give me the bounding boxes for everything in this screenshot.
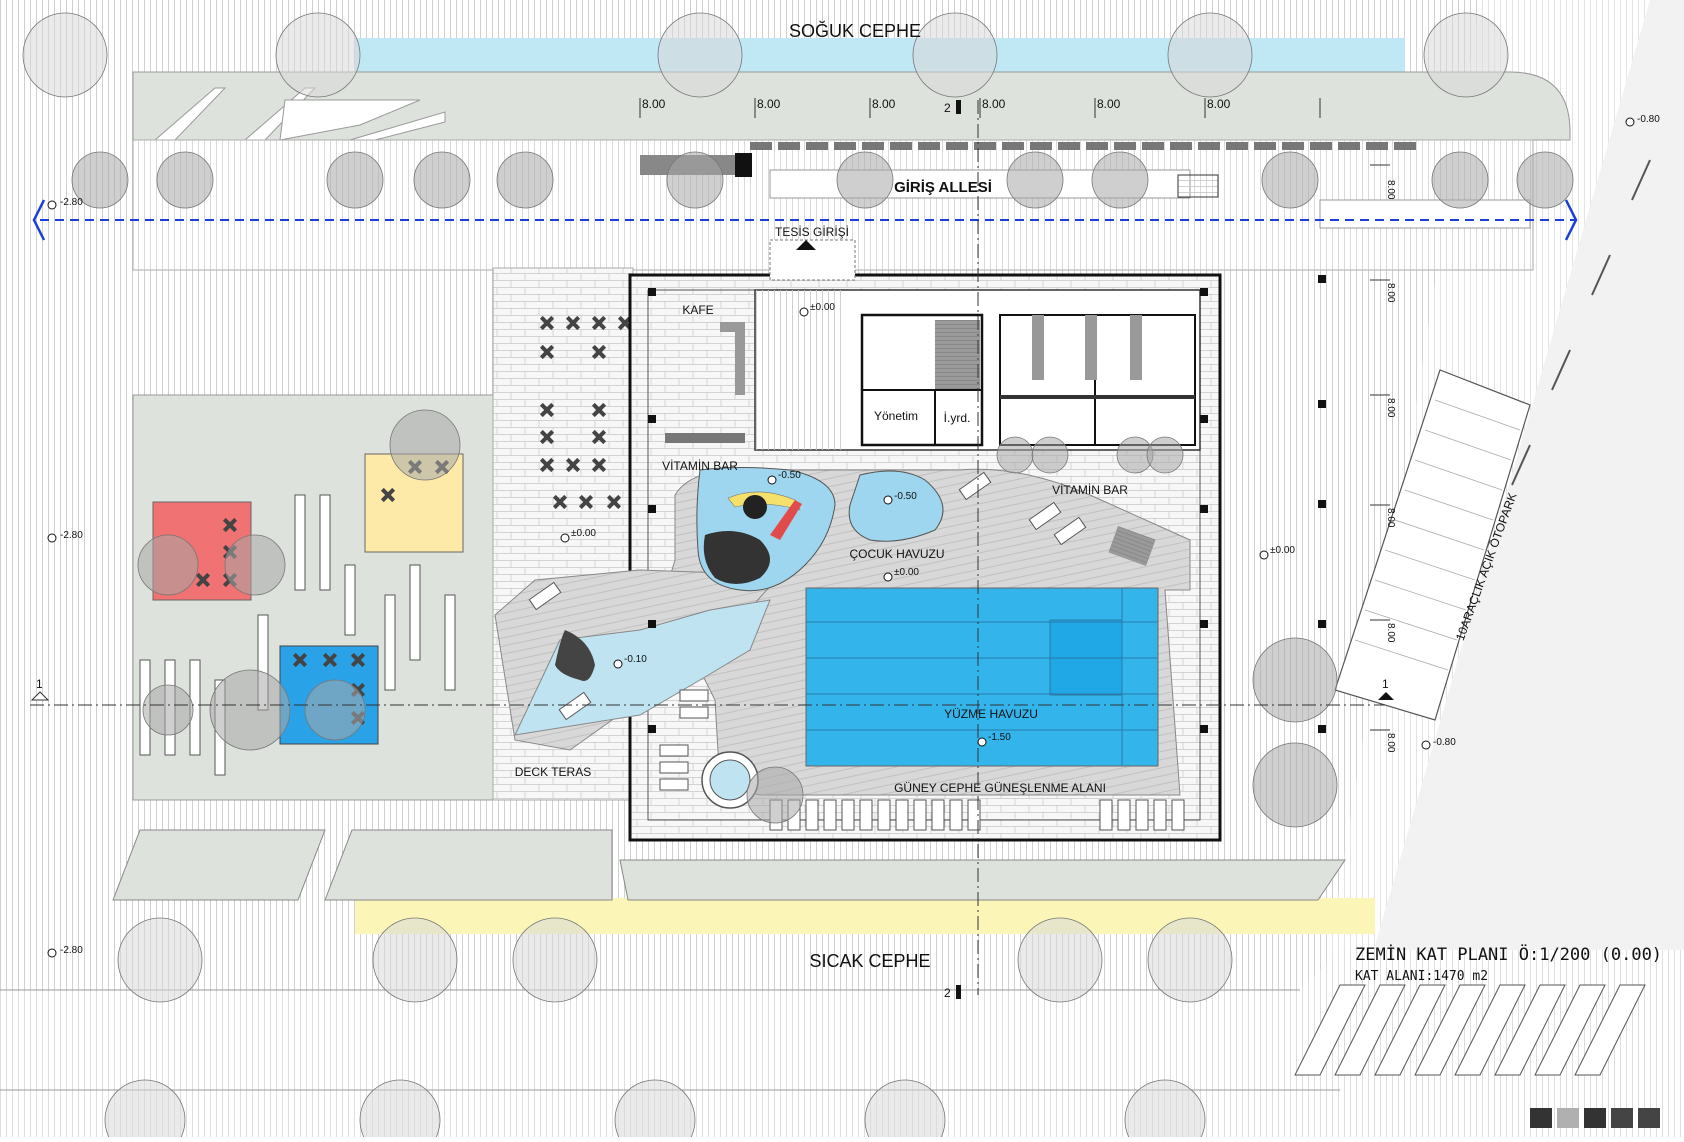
dim-right-1: 8.00 <box>1385 180 1396 200</box>
planter-1 <box>112 829 326 901</box>
vitamin-bar-counter <box>665 433 745 443</box>
section-2-bottom-number: 2 <box>944 986 951 1000</box>
trees <box>22 12 1574 1142</box>
dim-right-6: 8.00 <box>1385 733 1396 753</box>
level-cafe: ±0.00 <box>810 302 835 313</box>
legend-swatch-1 <box>1530 1108 1552 1128</box>
kids-pool-2 <box>848 470 944 542</box>
axis-arrow-right <box>1564 199 1578 241</box>
kids-pool-label: ÇOCUK HAVUZU <box>849 547 944 561</box>
management-label: Yönetim <box>874 409 918 423</box>
axis-arrow-left <box>32 199 46 241</box>
level-road-top: -0.80 <box>1637 114 1660 125</box>
crosswalk <box>1294 984 1646 1076</box>
legend-swatch-5 <box>1638 1108 1660 1128</box>
planter-3 <box>619 859 1346 901</box>
right-steps <box>1108 526 1156 566</box>
sunbathing-label: GÜNEY CEPHE GÜNEŞLENME ALANI <box>894 781 1106 795</box>
hot-facade-strip <box>355 898 1375 934</box>
columns <box>648 275 1326 733</box>
legend-swatch-2 <box>1557 1108 1579 1128</box>
legend-swatch-4 <box>1611 1108 1633 1128</box>
entry-alley-label: GİRİŞ ALLESİ <box>894 179 992 196</box>
cafe-label: KAFE <box>682 303 713 317</box>
parking-stalls <box>1354 399 1521 671</box>
dim-top-5: 8.00 <box>1097 97 1121 111</box>
level-right-court: ±0.00 <box>1270 545 1295 556</box>
dim-right-4: 8.00 <box>1385 508 1396 528</box>
vitamin-bar-left-label: VİTAMİN BAR <box>662 459 738 473</box>
road-surface <box>1300 0 1684 1137</box>
section-1-right-marker <box>1378 692 1394 700</box>
pool-lanes <box>806 588 1158 766</box>
parking-lot <box>1334 369 1531 721</box>
level-pool: -1.50 <box>988 732 1011 743</box>
level-deck: -0.10 <box>624 654 647 665</box>
section-2-bottom-marker <box>956 985 961 999</box>
level-kids-a: -0.50 <box>778 470 801 481</box>
cold-facade-label: SOĞUK CEPHE <box>789 20 921 41</box>
slide-top <box>743 495 767 519</box>
dim-top-2: 8.00 <box>757 97 781 111</box>
bench-row <box>750 142 1416 150</box>
plan-title: ZEMİN KAT PLANI Ö:1/200 (0.00) <box>1355 943 1662 965</box>
section-2-top-number: 2 <box>944 101 951 115</box>
hr-label: İ.yrd. <box>944 411 971 425</box>
level-terrace: ±0.00 <box>571 528 596 539</box>
hot-facade-label: SICAK CEPHE <box>809 951 930 971</box>
vitamin-bar-right-label: VİTAMİN BAR <box>1052 483 1128 497</box>
dim-right-3: 8.00 <box>1385 398 1396 418</box>
dim-top-3: 8.00 <box>872 97 896 111</box>
section-1-right-number: 1 <box>1382 677 1389 691</box>
dim-top-6: 8.00 <box>1207 97 1231 111</box>
section-1-left-marker <box>30 691 50 701</box>
dim-right-5: 8.00 <box>1385 623 1396 643</box>
level-b: -2.80 <box>60 530 83 541</box>
section-2-top-marker <box>956 100 961 114</box>
changing-rooms <box>999 314 1196 446</box>
stair-core <box>935 320 980 390</box>
level-kids-b: -0.50 <box>894 491 917 502</box>
cafe-counter <box>720 322 745 395</box>
kids-pool-island <box>703 531 770 584</box>
legend-swatches <box>1530 1108 1660 1128</box>
lobby-floor <box>755 290 845 450</box>
dim-top-4: 8.00 <box>982 97 1006 111</box>
floor-area: KAT ALANI:1470 m2 <box>1355 969 1488 984</box>
level-a: -2.80 <box>60 197 83 208</box>
level-markers <box>47 117 1635 958</box>
legend-swatch-3 <box>1584 1108 1606 1128</box>
swimming-pool-label: YÜZME HAVUZU <box>944 707 1038 721</box>
dimension-ticks <box>639 98 1390 731</box>
planter-2 <box>324 829 613 901</box>
level-road-bottom: -0.80 <box>1433 737 1456 748</box>
dim-right-2: 8.00 <box>1385 283 1396 303</box>
facility-entrance-label: TESİS GİRİŞİ <box>775 225 849 239</box>
deck-island <box>555 630 595 681</box>
level-c: -2.80 <box>60 945 83 956</box>
entrance-canopy <box>769 239 856 281</box>
deck-terrace-label: DECK TERAS <box>515 765 591 779</box>
section-1-left-number: 1 <box>36 677 43 691</box>
dim-top-1: 8.00 <box>642 97 666 111</box>
level-pool-deck: ±0.00 <box>894 567 919 578</box>
